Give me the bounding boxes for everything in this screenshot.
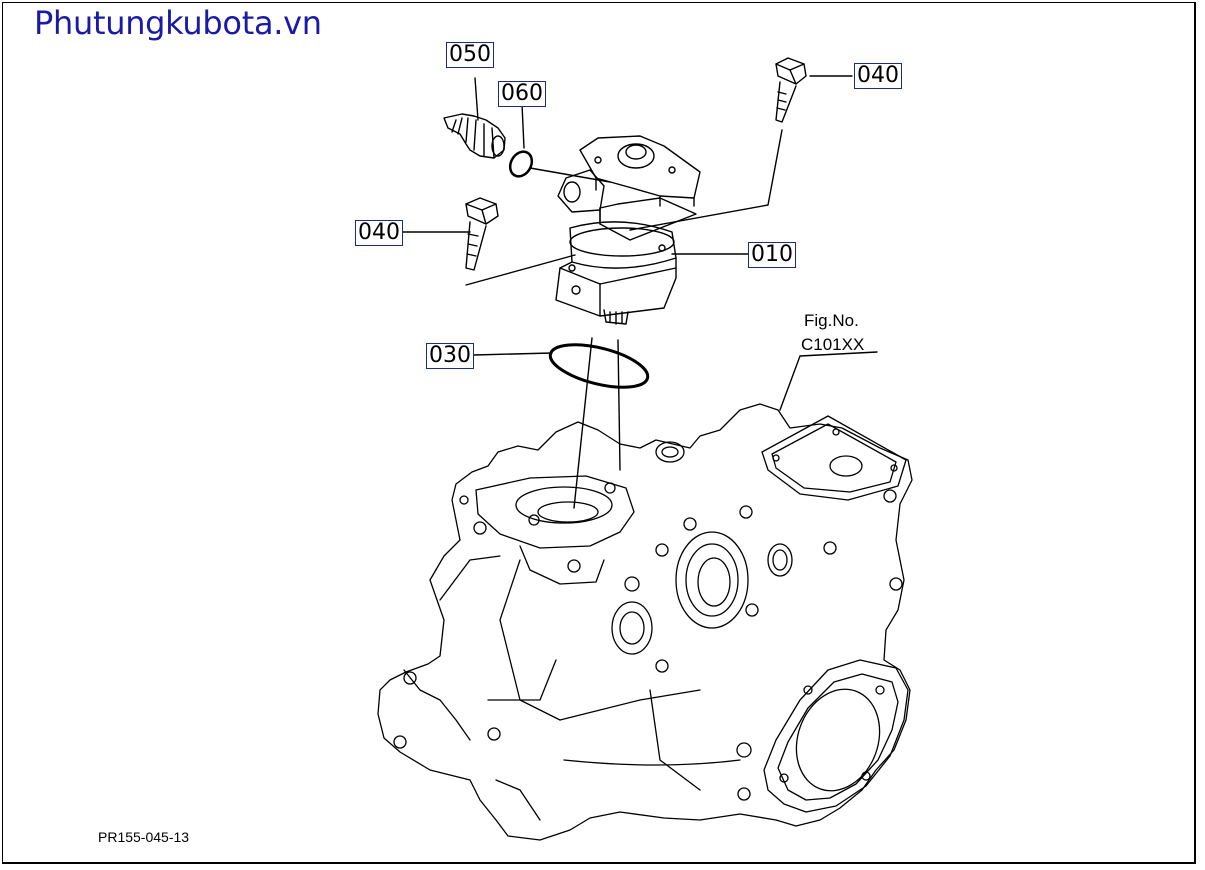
figure-ref-title: Fig.No. (804, 311, 859, 330)
transmission-housing (378, 404, 912, 840)
part-060-o-ring (506, 148, 536, 181)
callout-010[interactable]: 010 (748, 242, 796, 268)
callout-030[interactable]: 030 (426, 343, 474, 369)
figure-ref-number[interactable]: C101XX (801, 335, 865, 354)
part-040-bolt-left (466, 198, 498, 270)
callout-040-top[interactable]: 040 (854, 63, 902, 89)
part-030-o-ring (546, 336, 652, 395)
callout-040-left[interactable]: 040 (355, 220, 403, 246)
part-040-bolt-top (776, 58, 806, 122)
part-050-sensor (444, 114, 505, 158)
callout-060[interactable]: 060 (498, 81, 546, 107)
drawing-code: PR155-045-13 (98, 829, 190, 845)
site-title[interactable]: Phutungkubota.vn (34, 4, 322, 42)
part-010-assembly (556, 136, 700, 324)
callout-050[interactable]: 050 (446, 42, 494, 68)
leader-lines (402, 76, 877, 508)
